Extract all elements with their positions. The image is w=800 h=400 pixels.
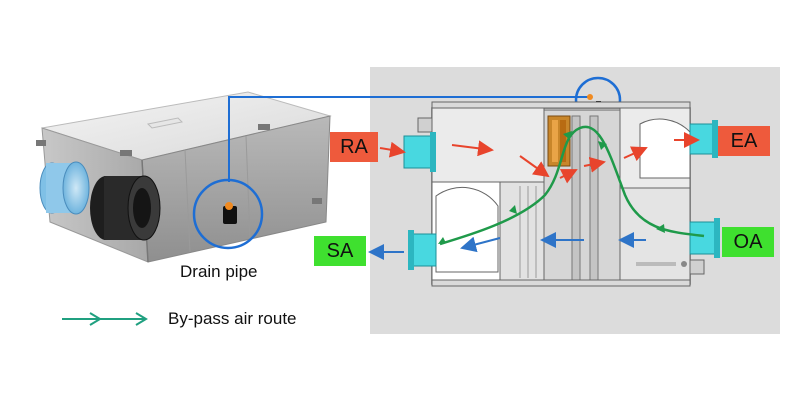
drain-pipe-caption: Drain pipe xyxy=(180,262,258,281)
port-label-ea: EA xyxy=(718,126,770,156)
flow-arrow-icon xyxy=(623,146,648,162)
flow-arrow-icon xyxy=(583,156,606,173)
product-unit-illustration xyxy=(36,91,332,263)
callout-dot xyxy=(587,94,593,100)
duct-collar-icon xyxy=(408,230,437,270)
flow-arrow-icon xyxy=(559,169,578,184)
flow-arrow-icon xyxy=(460,236,501,253)
flow-arrow-icon xyxy=(451,140,494,157)
callout-leader-line xyxy=(228,96,590,182)
drain-fitting-icon xyxy=(223,206,237,224)
legend-label: By-pass air route xyxy=(168,309,297,328)
bypass-route-line xyxy=(439,125,705,246)
port-label-oa: OA xyxy=(722,227,774,257)
duct-collar-icon xyxy=(689,218,720,258)
port-label-ra: RA xyxy=(330,132,378,162)
legend-bypass-arrow xyxy=(62,312,148,326)
flow-arrow-icon xyxy=(379,141,406,158)
duct-collar-icon xyxy=(403,132,436,172)
port-label-sa: SA xyxy=(314,236,366,266)
flow-arrow-icon xyxy=(519,155,550,178)
